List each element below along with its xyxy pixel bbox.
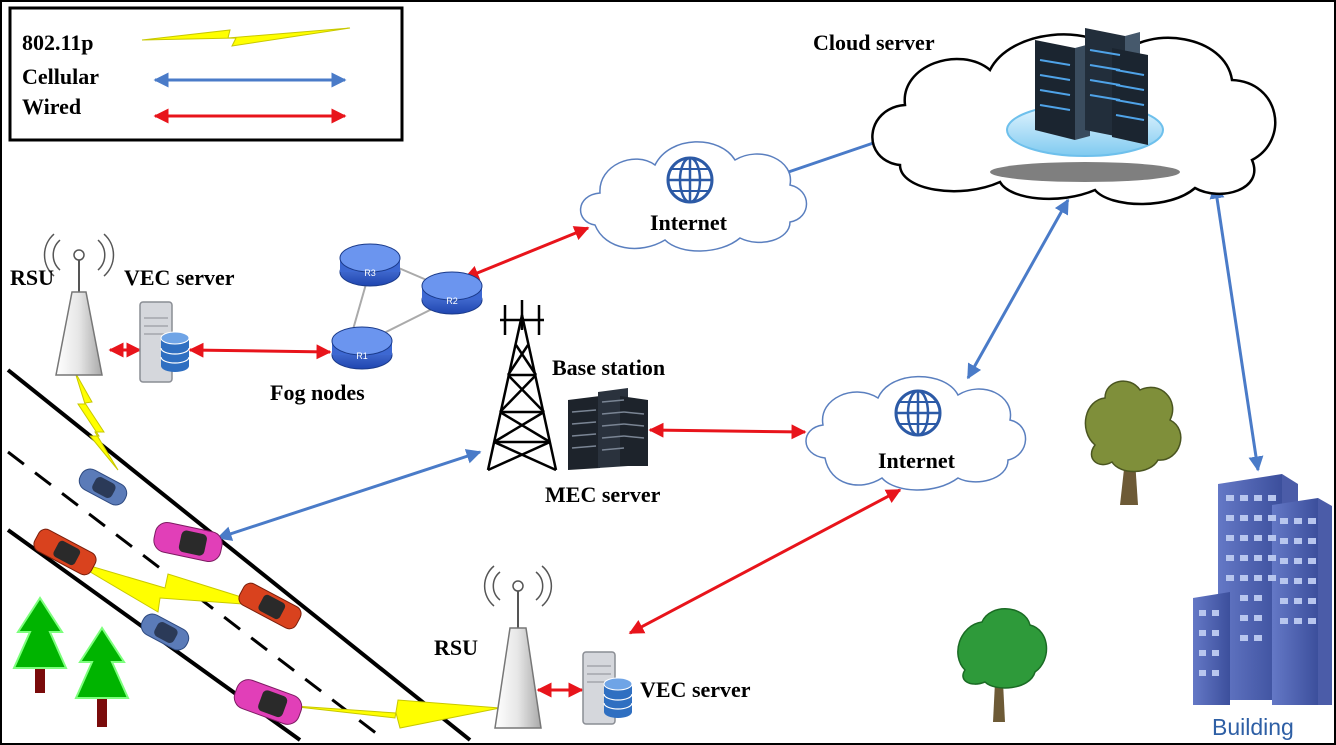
vec-server-top: VEC server xyxy=(124,265,235,383)
connections xyxy=(69,135,1264,729)
router-icon: R1 xyxy=(331,326,393,370)
vec-server-bottom-label: VEC server xyxy=(640,677,751,702)
cloud-server-label: Cloud server xyxy=(813,30,935,55)
tree-icon xyxy=(1084,380,1182,505)
vec-server-top-label: VEC server xyxy=(124,265,235,290)
wired-mec-internet xyxy=(648,422,807,440)
legend-label-wired: Wired xyxy=(22,94,81,119)
building-label: Building xyxy=(1212,714,1294,740)
cloud-server-shadow xyxy=(990,162,1180,182)
internet-bottom: Internet xyxy=(805,375,1027,491)
database-icon xyxy=(160,331,190,372)
car-icon xyxy=(33,528,97,576)
road-edge-top xyxy=(6,368,472,742)
car-icon xyxy=(153,521,223,563)
router-r3-label: R3 xyxy=(364,268,376,278)
fog-nodes-label: Fog nodes xyxy=(270,380,365,405)
wired-fog-internet xyxy=(463,226,590,280)
globe-icon xyxy=(894,389,942,437)
mec-server-rack-icon xyxy=(568,388,648,470)
car-icon xyxy=(140,613,190,651)
tree-icon xyxy=(957,608,1048,722)
rsu-top-label: RSU xyxy=(10,265,54,290)
car-icon xyxy=(233,679,303,725)
rsu-bottom-label: RSU xyxy=(434,635,478,660)
database-icon xyxy=(603,677,633,718)
vec-server-bottom: VEC server xyxy=(582,651,751,725)
pine-tree-icon xyxy=(12,596,68,693)
router-icon: R3 xyxy=(339,243,401,287)
pine-tree-icon xyxy=(74,626,130,727)
cellular-cloud-building xyxy=(1209,183,1264,472)
internet-top: Internet xyxy=(579,141,808,252)
mec-server-label: MEC server xyxy=(545,482,661,507)
cellular-vehicle-basestation xyxy=(216,449,482,541)
building-icon: Building xyxy=(1193,474,1332,740)
fog-nodes: R3 R2 R1 Fog nodes xyxy=(270,243,483,405)
legend-label-80211p: 802.11p xyxy=(22,30,94,55)
antenna-icon xyxy=(512,580,524,592)
legend: 802.11p Cellular Wired xyxy=(8,6,404,142)
globe-icon xyxy=(666,156,714,204)
base-station-label: Base station xyxy=(552,355,665,380)
rsu-tower-icon xyxy=(55,291,103,376)
base-station: Base station MEC server xyxy=(486,300,665,507)
cell-tower-icon xyxy=(486,300,558,472)
wired-vec-fog xyxy=(188,342,332,360)
antenna-icon xyxy=(73,249,85,261)
legend-wireless-bolt-icon xyxy=(141,27,351,47)
rsu-tower-icon xyxy=(494,627,542,729)
car-icon xyxy=(238,582,302,630)
wired-vec-internet-bottom xyxy=(628,488,902,635)
server-rack-icon xyxy=(1035,28,1148,145)
rsu-bottom: RSU xyxy=(434,565,553,729)
road-center-line xyxy=(7,450,386,742)
cloud-server: Cloud server xyxy=(813,28,1277,206)
rsu-top: RSU xyxy=(10,233,115,376)
router-r1-label: R1 xyxy=(356,351,368,361)
router-icon: R2 xyxy=(421,271,483,315)
router-r2-label: R2 xyxy=(446,296,458,306)
car-icon xyxy=(78,468,128,506)
internet-bottom-label: Internet xyxy=(878,448,956,473)
internet-top-label: Internet xyxy=(650,210,728,235)
legend-label-cellular: Cellular xyxy=(22,64,99,89)
cellular-internet-bottom-cloud xyxy=(966,198,1070,380)
vehicles xyxy=(33,468,303,725)
wireless-rsu-vehicle-bolt xyxy=(74,371,119,471)
